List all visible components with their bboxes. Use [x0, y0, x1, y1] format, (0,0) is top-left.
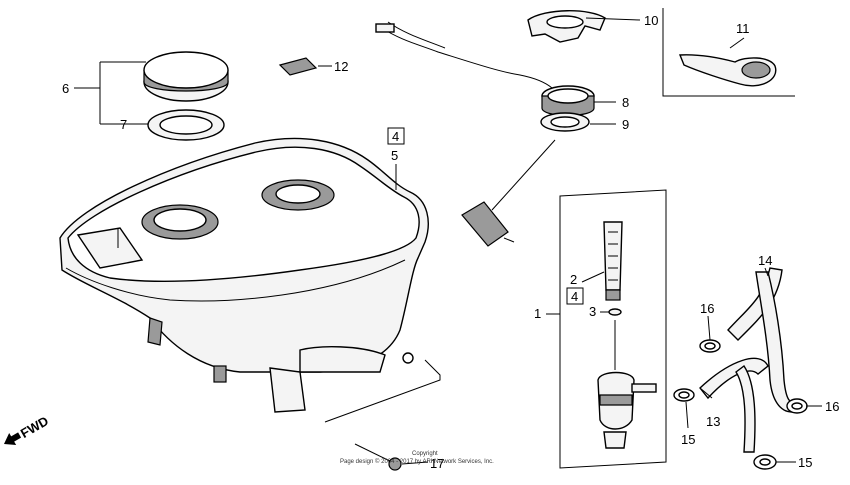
callout-9: 9 — [622, 117, 629, 132]
fuel-hose-14[interactable] — [727, 267, 798, 413]
leader-lines — [74, 17, 822, 465]
hose-clip-16-right[interactable] — [786, 398, 808, 414]
callout-13: 13 — [706, 414, 720, 429]
sender-lock-ring[interactable] — [527, 10, 606, 43]
callout-16-upper: 16 — [700, 301, 714, 316]
callout-14: 14 — [758, 253, 772, 268]
callout-17: 17 — [430, 456, 444, 471]
callout-10: 10 — [644, 13, 658, 28]
callout-box-4-tank — [387, 127, 405, 145]
label-plate[interactable] — [278, 57, 318, 76]
copyright-line-2: Page design © 2004 - 2017 by ARI Network… — [340, 458, 494, 465]
copyright-line-1: Copyright — [412, 451, 438, 457]
callout-3: 3 — [589, 304, 596, 319]
callout-4-cock: 4 — [571, 289, 578, 304]
callout-6: 6 — [62, 81, 69, 96]
callout-12: 12 — [334, 59, 348, 74]
hose-clip-16-upper[interactable] — [699, 339, 721, 353]
fuel-cap[interactable] — [143, 51, 229, 102]
callout-15-left: 15 — [681, 432, 695, 447]
callout-box-4-cock — [566, 287, 584, 305]
fuel-cock-bracket — [559, 189, 667, 469]
forward-arrow-icon — [4, 432, 22, 446]
tool-box — [662, 8, 795, 97]
o-ring[interactable] — [608, 308, 622, 316]
callout-4-tank: 4 — [392, 129, 399, 144]
callout-15-bottom: 15 — [798, 455, 812, 470]
callout-16-right: 16 — [825, 399, 839, 414]
forward-direction-indicator: FWD — [4, 413, 51, 446]
callout-7: 7 — [120, 117, 127, 132]
callout-8: 8 — [622, 95, 629, 110]
fuel-hose-13[interactable] — [699, 357, 769, 453]
callout-11: 11 — [736, 21, 750, 36]
fuel-strainer[interactable] — [603, 221, 623, 301]
callout-2: 2 — [570, 272, 577, 287]
fuel-tank[interactable] — [59, 137, 441, 423]
fuel-cock[interactable] — [597, 320, 657, 449]
mounting-bolt[interactable] — [354, 443, 402, 471]
callout-1: 1 — [534, 306, 541, 321]
fuel-level-sender[interactable] — [375, 21, 595, 247]
hose-clip-15-left[interactable] — [673, 388, 695, 402]
tool-wrench[interactable] — [678, 54, 777, 87]
forward-label: FWD — [18, 413, 51, 441]
cap-gasket[interactable] — [147, 109, 225, 141]
callout-5: 5 — [391, 148, 398, 163]
hose-clip-15-bottom[interactable] — [753, 454, 777, 470]
